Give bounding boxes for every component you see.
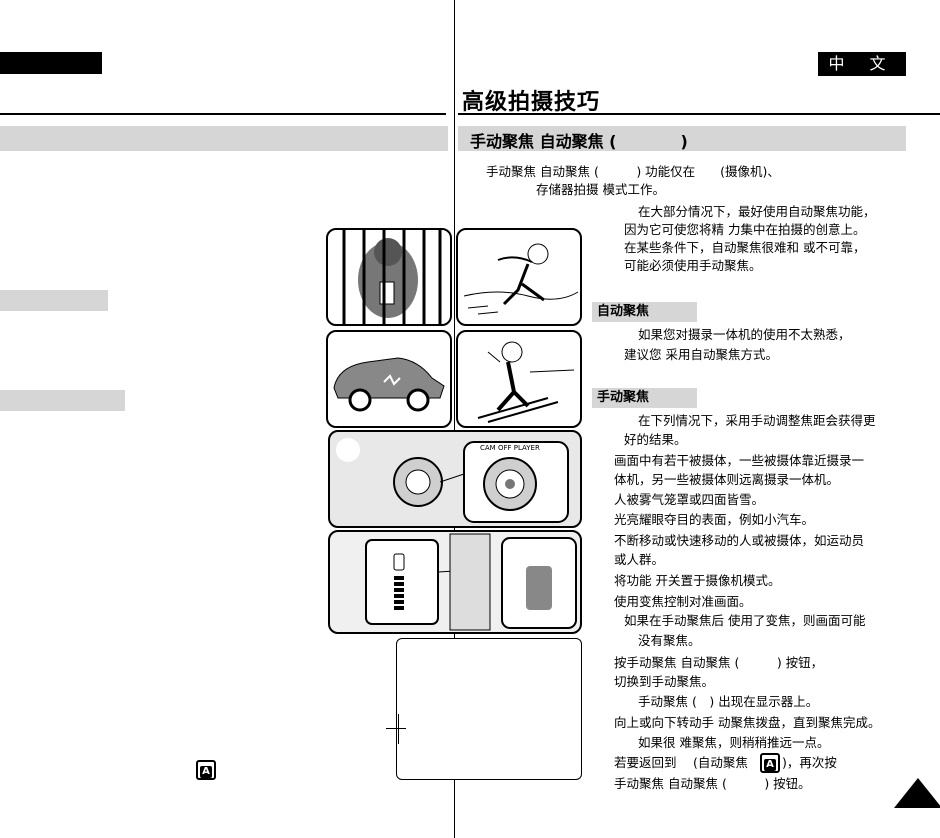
manual-line-10: 如果在手动聚焦后 使用了变焦，则画面可能 (624, 613, 866, 628)
manual-line-12: 按手动聚焦 自动聚焦 ( ) 按钮， (614, 655, 824, 670)
manual-line-16: 如果很 难聚焦，则稍稍推远一点。 (638, 735, 830, 750)
intro-line-2: 存储器拍摄 模式工作。 (536, 182, 665, 197)
illustration-skier (456, 330, 582, 428)
manual-line-11: 没有聚焦。 (638, 633, 701, 648)
manual-return-suffix: )，再次按 (782, 755, 837, 770)
manual-line-1: 好的结果。 (624, 432, 687, 447)
manual-line-7: 或人群。 (614, 552, 665, 567)
manual-line-14: 手动聚焦 ( ) 出现在显示器上。 (638, 694, 819, 709)
manual-line-3: 体机，另一些被摄体则远离摄录一体机。 (614, 472, 840, 487)
left-subheader-bar-1 (0, 290, 108, 311)
lcd-pointer-line (398, 714, 399, 744)
right-rule (458, 113, 940, 115)
manual-line-9: 使用变焦控制对准画面。 (614, 594, 752, 609)
manual-line-17: 若要返回到 (自动聚焦 (614, 755, 748, 770)
intro-line-3: 在大部分情况下，最好使用自动聚焦功能， (638, 204, 876, 219)
intro-line-1: 手动聚焦 自动聚焦 ( ) 功能仅在 (摄像机)、 (486, 164, 780, 179)
manual-line-4: 人被雾气笼罩或四面皆雪。 (614, 492, 765, 507)
illustration-sports-car (326, 330, 452, 428)
auto-focus-line-1: 如果您对摄录一体机的使用不太熟悉， (638, 327, 851, 342)
illustration-mode-dial: CAM OFF PLAYER (328, 430, 582, 528)
language-tag: 中 文 (818, 52, 906, 76)
manual-line-5: 光亮耀眼夺目的表面，例如小汽车。 (614, 512, 815, 527)
left-black-bar (0, 52, 102, 74)
manual-line-13: 切换到手动聚焦。 (614, 674, 715, 689)
auto-focus-line-2: 建议您 采用自动聚焦方式。 (624, 347, 778, 362)
intro-line-4: 因为它可使您将精 力集中在拍摄的创意上。 (624, 222, 866, 237)
manual-focus-header: 手动聚焦 (592, 388, 697, 408)
illustration-snow-walker (456, 228, 582, 326)
left-section-bar (0, 126, 448, 151)
manual-line-6: 不断移动或快速移动的人或被摄体，如运动员 (614, 533, 865, 548)
center-divider (454, 0, 455, 838)
auto-focus-icon: A (196, 760, 216, 780)
next-page-arrow-icon[interactable] (894, 778, 940, 808)
auto-focus-icon-inline: A (760, 753, 780, 773)
page-title: 高级拍摄技巧 (462, 90, 601, 115)
left-rule (0, 113, 446, 115)
auto-focus-header: 自动聚焦 (592, 302, 697, 322)
manual-line-2: 画面中有若干被摄体，一些被摄体靠近摄录一 (614, 453, 865, 468)
left-subheader-bar-2 (0, 390, 125, 411)
lcd-pointer-tick (386, 728, 406, 729)
intro-line-6: 可能必须使用手动聚焦。 (624, 258, 762, 273)
mode-dial-label: CAM OFF PLAYER (480, 444, 540, 452)
manual-line-15: 向上或向下转动手 动聚焦拨盘，直到聚焦完成。 (614, 715, 881, 730)
intro-line-5: 在某些条件下，自动聚焦很难和 或不可靠， (624, 240, 866, 255)
lcd-display (396, 638, 582, 780)
illustration-gorilla-cage (326, 228, 452, 326)
illustration-focus-button (328, 530, 582, 634)
section-bar (458, 126, 906, 151)
manual-line-18: 手动聚焦 自动聚焦 ( ) 按钮。 (614, 776, 811, 791)
manual-line-8: 将功能 开关置于摄像机模式。 (614, 573, 781, 588)
section-title: 手动聚焦 自动聚焦 ( ) (470, 132, 688, 151)
manual-line-0: 在下列情况下，采用手动调整焦距会获得更 (638, 413, 876, 428)
